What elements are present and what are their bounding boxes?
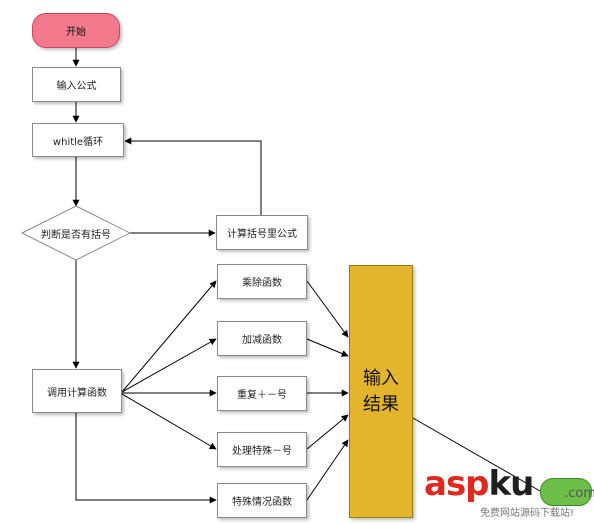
watermark-logo: aspku — [424, 464, 535, 504]
arrow-call-to-special-case — [75, 413, 217, 504]
decision-diamond — [20, 205, 132, 261]
output-result-node: 输入结果 — [349, 265, 413, 518]
watermark: aspku .com 免费网站源码下载站! — [424, 464, 594, 522]
add-sub-node: 加减函数 — [217, 321, 307, 356]
watermark-com: .com — [564, 486, 594, 501]
arrow-special-minus-to-result — [306, 414, 349, 450]
repeat-sign-node: 重复＋－号 — [217, 376, 307, 411]
arrow-result-to-end — [412, 417, 541, 492]
calc-bracket-node: 计算括号里公式 — [216, 215, 308, 250]
special-case-node: 特殊情况函数 — [217, 483, 307, 518]
arrow-special-case-to-result — [306, 439, 349, 501]
arrow-call-to-muldiv — [121, 280, 217, 393]
arrow-addsub-to-result — [306, 338, 349, 357]
arrow-call-to-addsub — [121, 338, 217, 393]
arrow-call-to-special-minus — [121, 393, 217, 450]
input-formula-node: 输入公式 — [32, 67, 121, 102]
while-loop-node: whitle循环 — [32, 123, 124, 157]
mul-div-node: 乘除函数 — [217, 264, 307, 299]
check-bracket-label: 判断是否有括号 — [41, 229, 111, 241]
arrow-muldiv-to-result — [306, 280, 349, 338]
special-minus-node: 处理特殊－号 — [217, 432, 307, 467]
watermark-asp: asp — [424, 464, 490, 504]
call-calc-node: 调用计算函数 — [32, 369, 122, 413]
arrow-loop-back-to-while — [124, 137, 262, 215]
watermark-ku: ku — [488, 464, 535, 504]
start-node: 开始 — [32, 13, 120, 48]
watermark-subtitle: 免费网站源码下载站! — [480, 508, 575, 519]
end-node — [540, 478, 592, 506]
